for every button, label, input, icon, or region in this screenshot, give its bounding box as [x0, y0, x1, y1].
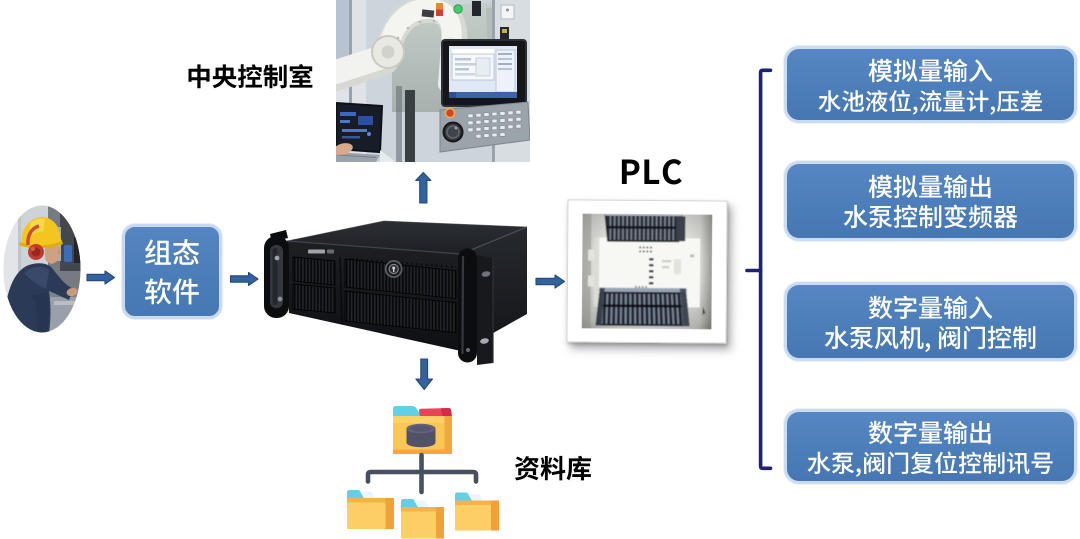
scada-software-box: 组态 软件	[122, 224, 222, 319]
io-box-analog-output-detail: 水泵控制变频器	[842, 198, 1018, 234]
database-label: 资料库	[513, 449, 592, 486]
scada-software-line1: 组态	[143, 231, 200, 272]
plc-label: PLC	[618, 146, 684, 194]
child-folder-right	[455, 492, 499, 531]
arrow-computer-to-plc	[535, 274, 566, 289]
control-room-photo	[336, 0, 530, 162]
tree-connector	[365, 452, 479, 495]
io-box-digital-output-detail: 水泵,阀门复位控制讯号	[806, 443, 1055, 479]
io-box-analog-input-detail: 水池液位,流量计,压差	[817, 82, 1044, 117]
plc-module-photo	[566, 199, 728, 344]
io-box-analog-output-title: 模拟量输出	[867, 168, 993, 204]
io-box-analog-output: 模拟量输出 水泵控制变频器	[784, 161, 1077, 241]
scada-software-line2: 软件	[143, 270, 200, 311]
io-box-digital-output: 数字量输出 水泵,阀门复位控制讯号	[784, 409, 1077, 484]
arrow-computer-to-database	[415, 358, 434, 391]
bracket-plc-to-io	[758, 68, 773, 471]
child-folder-left	[347, 490, 394, 529]
rackmount-computer-photo	[264, 220, 528, 365]
io-box-digital-input: 数字量输入 水泵风机, 阀门控制	[784, 282, 1077, 361]
io-box-digital-input-detail: 水泵风机, 阀门控制	[823, 318, 1038, 355]
io-box-analog-input-title: 模拟量输入	[867, 51, 993, 88]
arrow-computer-to-controlroom	[415, 171, 432, 204]
control-room-label: 中央控制室	[186, 57, 314, 94]
arrow-operator-to-scada	[86, 270, 116, 285]
io-box-digital-input-title: 数字量输入	[867, 288, 993, 325]
database-folder	[393, 406, 452, 454]
io-box-digital-output-title: 数字量输出	[867, 413, 993, 450]
child-folder-middle	[401, 499, 444, 539]
io-box-analog-input: 模拟量输入 水池液位,流量计,压差	[784, 46, 1077, 123]
operator-photo	[3, 205, 81, 333]
arrow-scada-to-computer	[229, 271, 259, 287]
database-folders-icon	[347, 406, 499, 539]
